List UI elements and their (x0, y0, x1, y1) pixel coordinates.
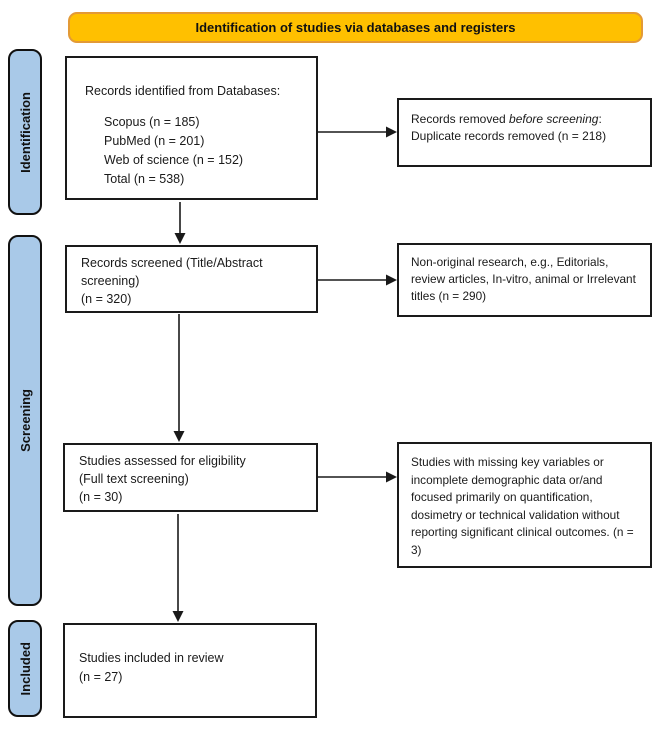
box-records-identified: Records identified from Databases: Scopu… (65, 56, 318, 200)
records-screened-count: (n = 320) (81, 292, 132, 306)
box-studies-included: Studies included in review (n = 27) (63, 623, 317, 718)
studies-assessed-line1: Studies assessed for eligibility (79, 454, 246, 468)
records-identified-items: Scopus (n = 185) PubMed (n = 201) Web of… (104, 113, 306, 189)
diagram-title-banner: Identification of studies via databases … (68, 12, 643, 43)
studies-assessed-count: (n = 30) (79, 490, 123, 504)
box-non-original-excluded: Non-original research, e.g., Editorials,… (397, 243, 652, 317)
box-studies-assessed: Studies assessed for eligibility (Full t… (63, 443, 318, 512)
db-item-pubmed: PubMed (n = 201) (104, 134, 205, 148)
non-original-text: Non-original research, e.g., Editorials,… (411, 255, 636, 303)
stage-bar-screening: Screening (8, 235, 42, 606)
records-removed-italic: before screening (509, 112, 599, 126)
arrowhead-identified-to-removed (386, 126, 397, 138)
diagram-title: Identification of studies via databases … (195, 20, 516, 35)
stage-label-screening: Screening (17, 389, 33, 452)
records-removed-prefix: Records removed (411, 112, 510, 126)
box-studies-excluded: Studies with missing key variables or in… (397, 442, 652, 568)
arrowhead-assessed-to-excluded (386, 471, 397, 483)
db-item-total: Total (n = 538) (104, 172, 185, 186)
studies-included-count: (n = 27) (79, 670, 123, 684)
records-removed-suffix: : (598, 112, 602, 126)
box-records-screened: Records screened (Title/Abstract screeni… (65, 245, 318, 313)
arrowhead-screened-to-nonoriginal (386, 274, 397, 286)
studies-excluded-text: Studies with missing key variables or in… (411, 455, 634, 557)
records-removed-line1: Records removed before screening: (411, 111, 638, 128)
db-item-scopus: Scopus (n = 185) (104, 115, 200, 129)
studies-assessed-line2: (Full text screening) (79, 472, 189, 486)
records-removed-line2: Duplicate records removed (n = 218) (411, 129, 607, 143)
stage-bar-identification: Identification (8, 49, 42, 215)
stage-label-included: Included (17, 641, 33, 696)
records-identified-title: Records identified from Databases: (85, 84, 281, 98)
stage-bar-included: Included (8, 620, 42, 717)
arrowhead-screened-to-assessed (173, 431, 185, 442)
stage-label-identification: Identification (17, 91, 33, 173)
arrowhead-assessed-to-included (172, 611, 184, 622)
studies-included-line1: Studies included in review (79, 651, 224, 665)
records-screened-line1: Records screened (Title/Abstract screeni… (81, 256, 263, 288)
box-records-removed: Records removed before screening: Duplic… (397, 98, 652, 167)
db-item-web-of-science: Web of science (n = 152) (104, 153, 244, 167)
arrowhead-identified-to-screened (174, 233, 186, 244)
